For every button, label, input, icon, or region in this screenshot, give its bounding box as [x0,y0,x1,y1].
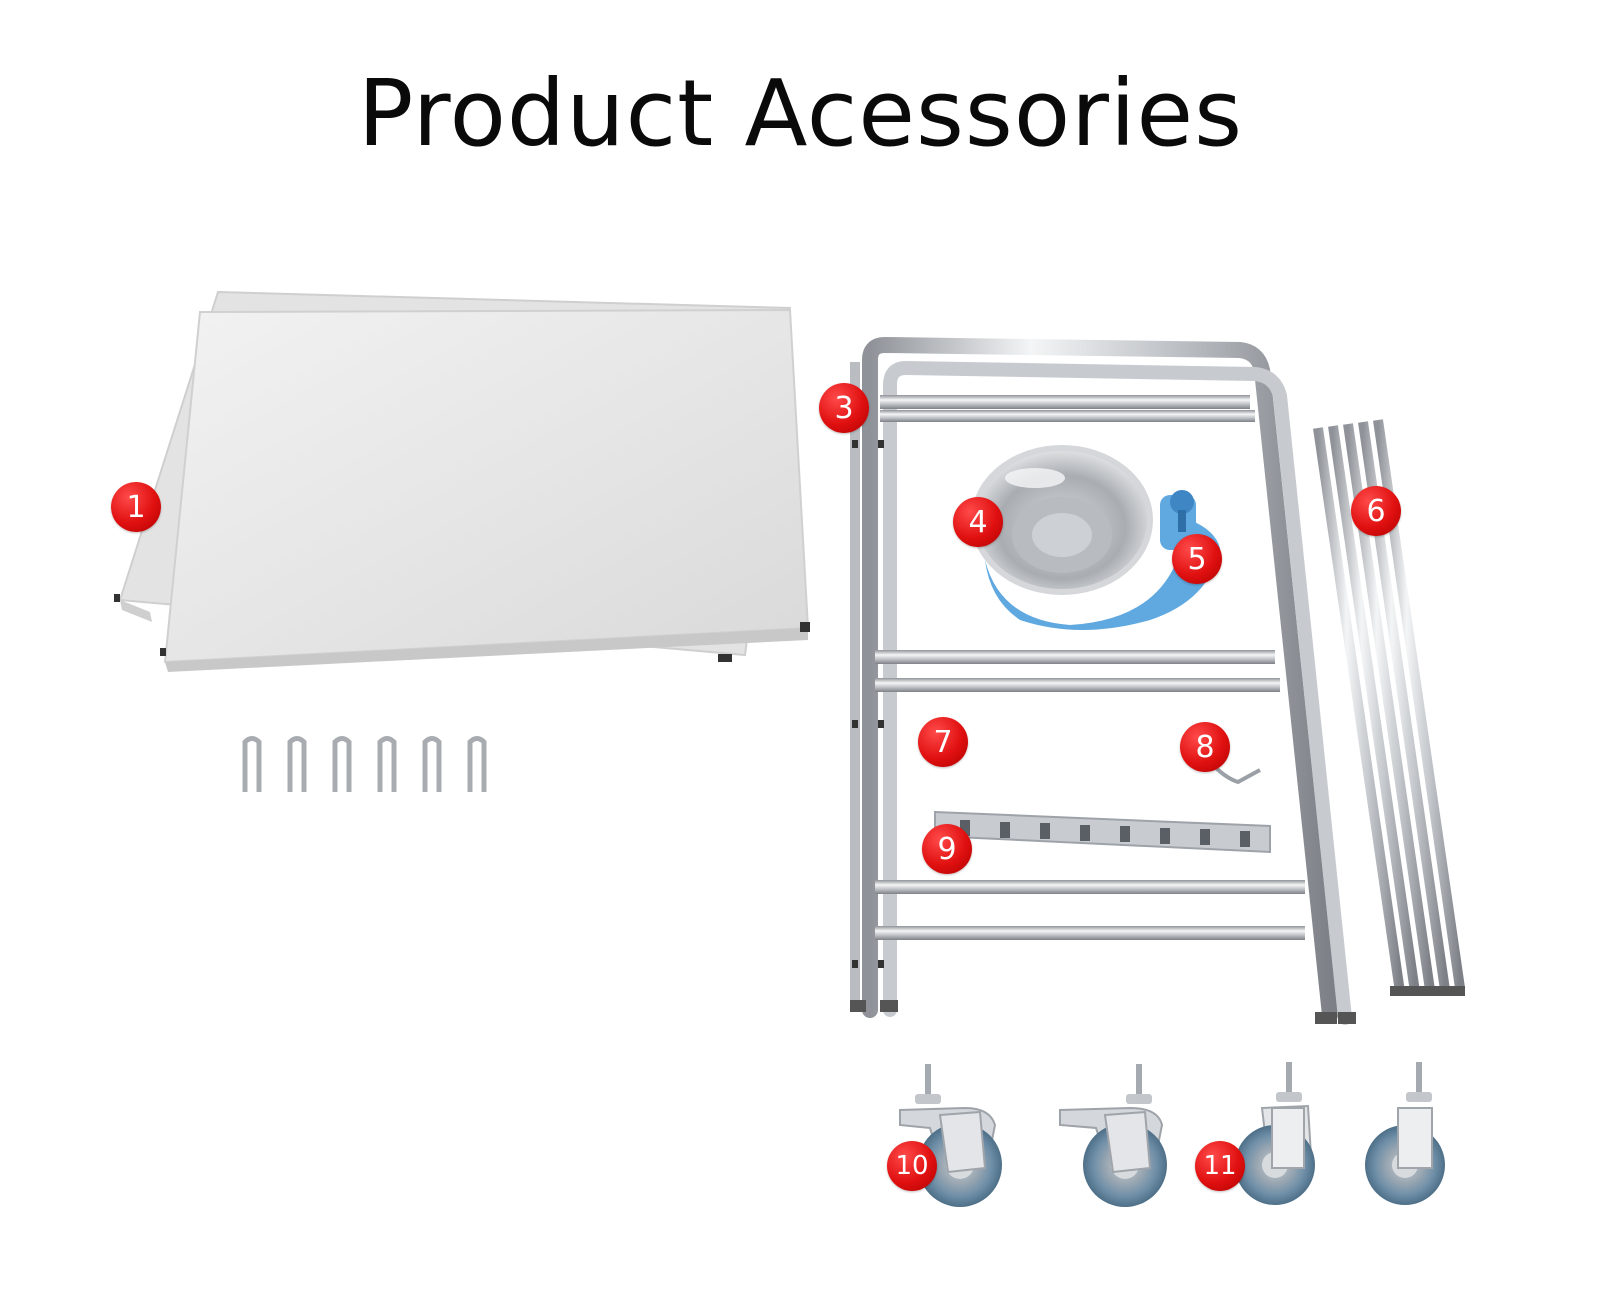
badge-panel: 1 [111,482,161,532]
badge-bowl-holder: 5 [1172,534,1222,584]
badge-caster-b: 11 [1195,1141,1245,1191]
clips [242,736,487,792]
badge-strip: 9 [922,824,972,874]
page-title: Product Acessories [357,60,1244,167]
slotted-strip [934,810,1271,854]
badge-rods: 6 [1351,486,1401,536]
caster-2 [1059,1064,1167,1207]
badge-caster-a: 10 [887,1141,937,1191]
badge-bowl: 4 [953,497,1003,547]
caster-1 [899,1064,1002,1207]
badge-hook: 8 [1180,722,1230,772]
badge-clips: 7 [918,717,968,767]
badge-frame: 3 [819,383,869,433]
caster-3 [1235,1062,1315,1205]
table-panels [114,290,810,672]
caster-4 [1365,1062,1445,1205]
frame [850,336,1356,1025]
